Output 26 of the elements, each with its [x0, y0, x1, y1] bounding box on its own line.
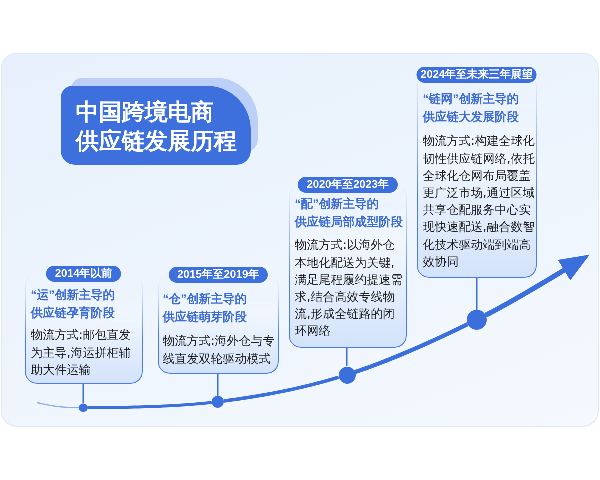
- year-badge: 2024年至未来三年展望: [416, 67, 538, 83]
- stage-description: 物流方式:以海外仓本地化配送为关键,满足尾程履约提速需求,结合高效专线物流,形成全链路的闭环网络: [295, 237, 404, 340]
- year-badge: 2015年至2019年: [168, 267, 268, 283]
- leader-line: [476, 278, 478, 310]
- stage-heading: “配”创新主导的供应链局部成型阶段: [295, 196, 404, 230]
- timeline-curve: [36, 402, 80, 409]
- leader-line: [217, 374, 219, 396]
- stage-heading: “运”创新主导的供应链孕育阶段: [31, 287, 116, 322]
- stage-description: 物流方式:海外仓与专线直发双轮驱动模式: [163, 333, 276, 368]
- leader-line: [346, 348, 348, 366]
- stage-description: 物流方式:构建全球化韧性供应链网络,依托全球化仓网布局覆盖更广泛市场,通过区域共享仓配服务中心实现快速配送,融合数智化技术驱动端到端高效协同: [423, 133, 536, 271]
- stage-card: [289, 177, 407, 348]
- year-badge: 2020年至2023年: [298, 177, 398, 193]
- stage-card: [25, 266, 143, 384]
- stage-heading: “仓”创新主导的供应链萌芽阶段: [163, 291, 248, 326]
- timeline-curve: [86, 401, 213, 410]
- timeline-curve: [354, 322, 470, 374]
- timeline-curve: [222, 376, 340, 403]
- timeline-arrow: [484, 254, 590, 318]
- stage-card: [417, 67, 537, 278]
- leader-line: [82, 384, 84, 404]
- title-banner: 中国跨境电商供应链发展历程: [61, 86, 251, 165]
- stage-card: [158, 267, 279, 374]
- year-badge: 2014年以前: [46, 266, 122, 282]
- stage-heading: “链网”创新主导的供应链大发展阶段: [423, 91, 520, 126]
- stage-description: 物流方式:邮包直发为主导,海运拼柜辅助大件运输: [31, 327, 132, 379]
